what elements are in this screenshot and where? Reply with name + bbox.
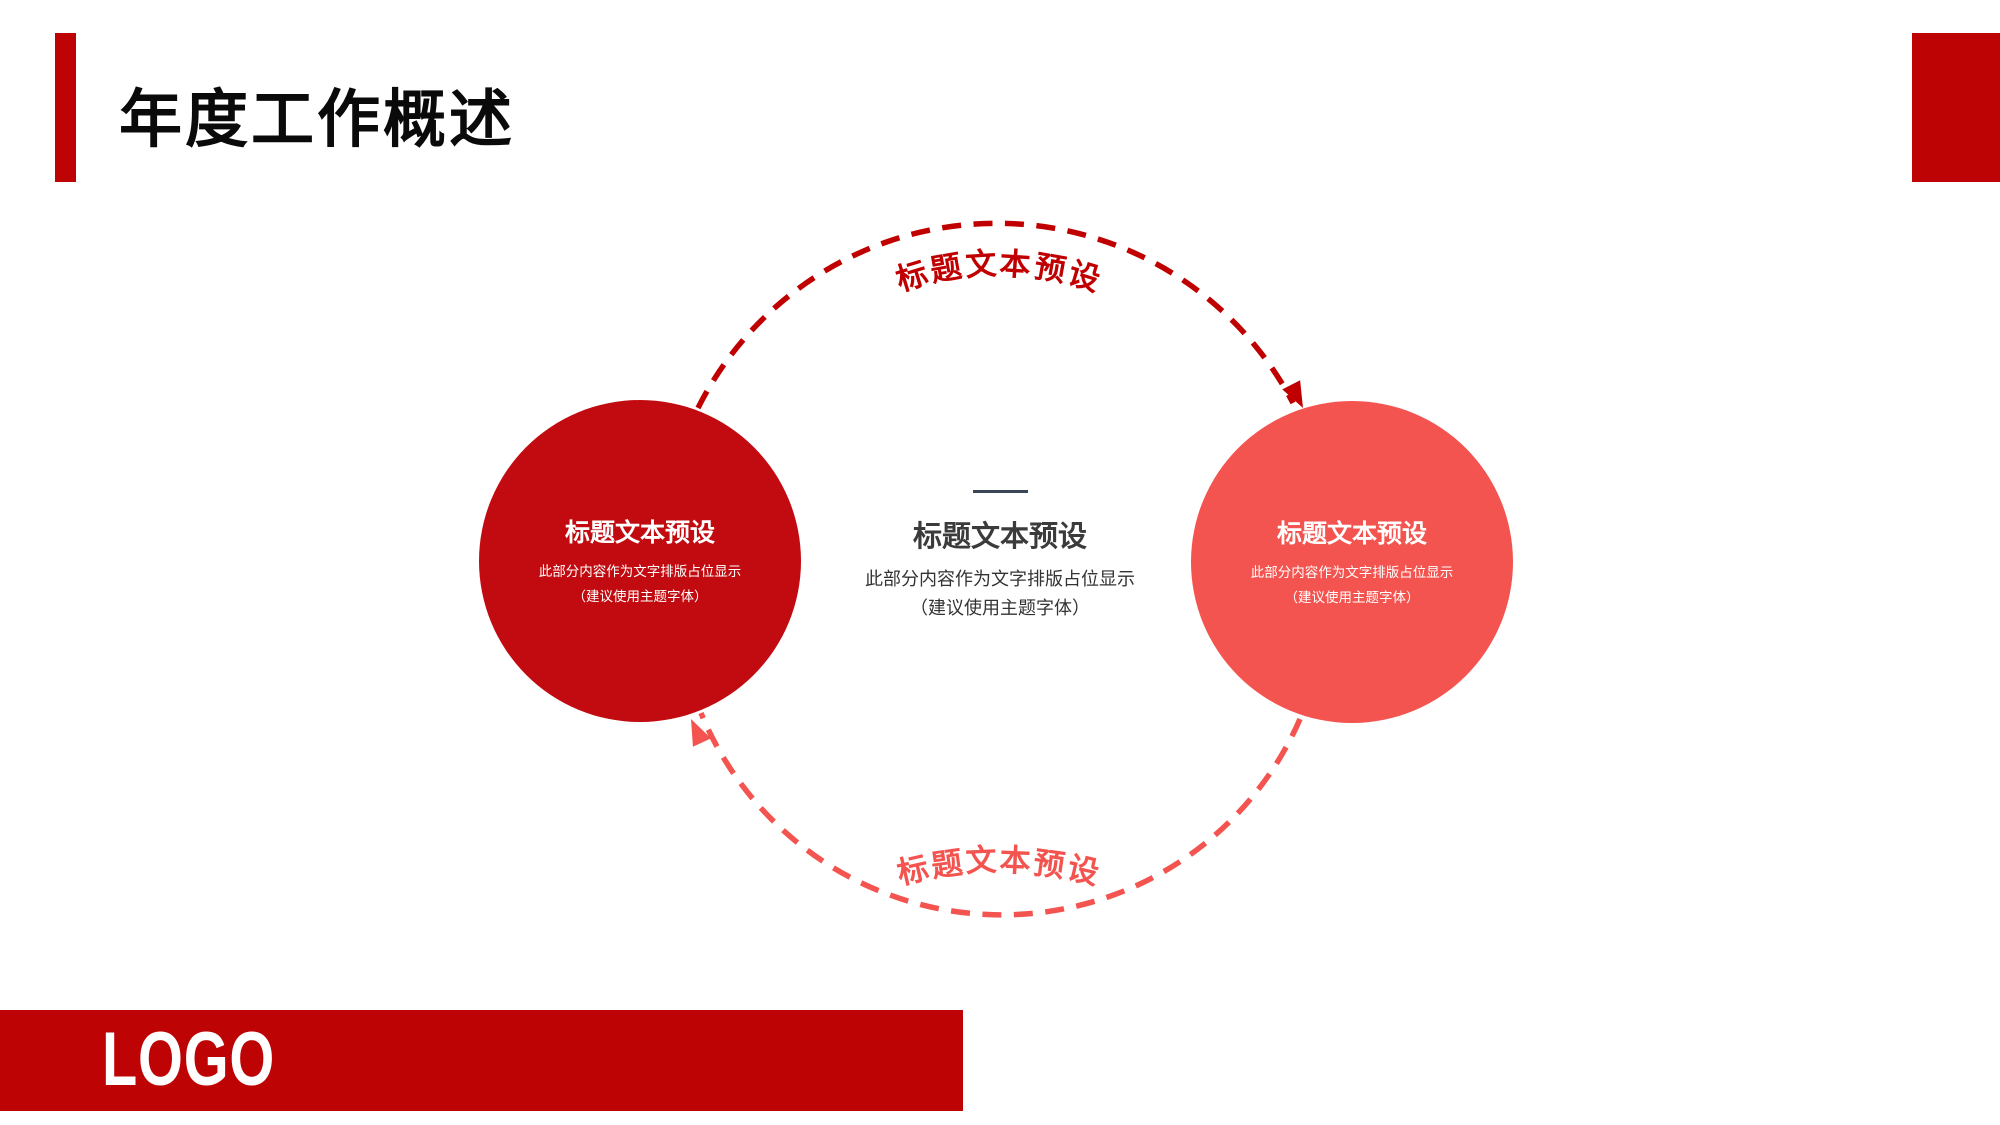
circle-body-line: 此部分内容作为文字排版占位显示	[1250, 565, 1454, 580]
center-body-line: （建议使用主题字体）	[910, 598, 1090, 618]
center-title: 标题文本预设	[912, 521, 1087, 553]
circle-title: 标题文本预设	[1276, 520, 1427, 548]
center-body-line: 此部分内容作为文字排版占位显示	[865, 569, 1135, 589]
circle-title: 标题文本预设	[564, 519, 715, 547]
title-accent-bar	[55, 33, 76, 182]
bottom-dashed-arc	[698, 711, 1303, 918]
center-text-block: 标题文本预设 此部分内容作为文字排版占位显示 （建议使用主题字体）	[800, 490, 1200, 623]
top-arc-arrowhead-icon	[1282, 380, 1303, 408]
top-dashed-arc	[695, 220, 1296, 410]
circle-body-line: 此部分内容作为文字排版占位显示	[538, 564, 742, 579]
circle-body-line: （建议使用主题字体）	[572, 589, 708, 604]
page-title: 年度工作概述	[119, 85, 515, 155]
logo-text: LOGO	[102, 1017, 276, 1102]
top-right-decoration-rect	[1912, 33, 2000, 182]
footer-logo-band: LOGO	[0, 1010, 963, 1111]
circle-body-line: （建议使用主题字体）	[1284, 590, 1420, 605]
bottom-arc-arrowhead-icon	[691, 719, 712, 747]
center-dash-line	[972, 490, 1028, 493]
cycle-node-right: 标题文本预设 此部分内容作为文字排版占位显示 （建议使用主题字体）	[1191, 401, 1513, 723]
cycle-node-left: 标题文本预设 此部分内容作为文字排版占位显示 （建议使用主题字体）	[479, 400, 801, 722]
